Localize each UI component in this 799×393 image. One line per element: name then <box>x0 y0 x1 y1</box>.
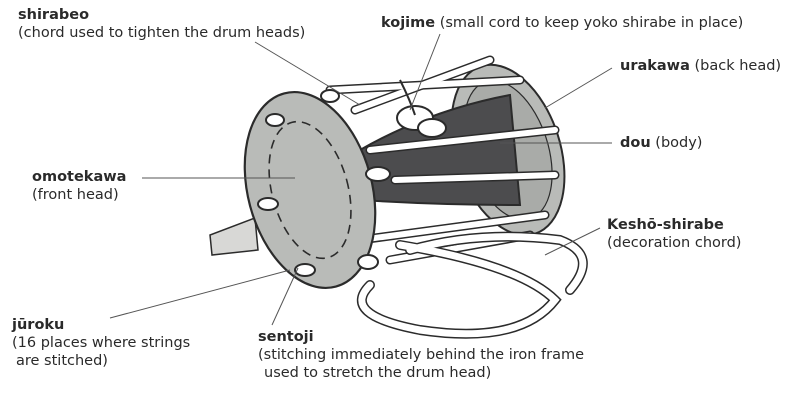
kojime-desc: (small cord to keep yoko shirabe in plac… <box>440 15 744 31</box>
dou-desc: (body) <box>655 135 702 151</box>
kojime-term: kojime <box>381 15 435 31</box>
sentoji-term: sentoji <box>258 329 314 345</box>
decoration-chord <box>362 237 583 334</box>
kesho-term: Keshō-shirabe <box>607 217 724 233</box>
tassel <box>210 218 258 255</box>
shirabeo-desc: (chord used to tighten the drum heads) <box>18 25 305 41</box>
label-shirabeo: shirabeo (chord used to tighten the drum… <box>18 6 305 42</box>
label-juroku: jūroku (16 places where strings are stit… <box>12 316 190 370</box>
urakawa-desc: (back head) <box>694 58 781 74</box>
label-sentoji: sentoji (stitching immediately behind th… <box>258 328 584 382</box>
juroku-term: jūroku <box>12 317 64 333</box>
shirabeo-term: shirabeo <box>18 7 89 23</box>
kesho-desc: (decoration chord) <box>607 235 741 251</box>
sentoji-desc-2: used to stretch the drum head) <box>258 365 491 381</box>
label-kojime: kojime (small cord to keep yoko shirabe … <box>381 14 743 32</box>
juroku-desc-1: (16 places where strings <box>12 335 190 351</box>
label-omotekawa: omotekawa (front head) <box>32 168 126 204</box>
omotekawa-term: omotekawa <box>32 169 126 185</box>
label-kesho-shirabe: Keshō-shirabe (decoration chord) <box>607 216 741 252</box>
label-dou: dou (body) <box>620 134 702 152</box>
urakawa-term: urakawa <box>620 58 690 74</box>
dou-term: dou <box>620 135 651 151</box>
juroku-desc-2: are stitched) <box>12 353 108 369</box>
label-urakawa: urakawa (back head) <box>620 57 781 75</box>
omotekawa-desc: (front head) <box>32 187 119 203</box>
sentoji-desc-1: (stitching immediately behind the iron f… <box>258 347 584 363</box>
